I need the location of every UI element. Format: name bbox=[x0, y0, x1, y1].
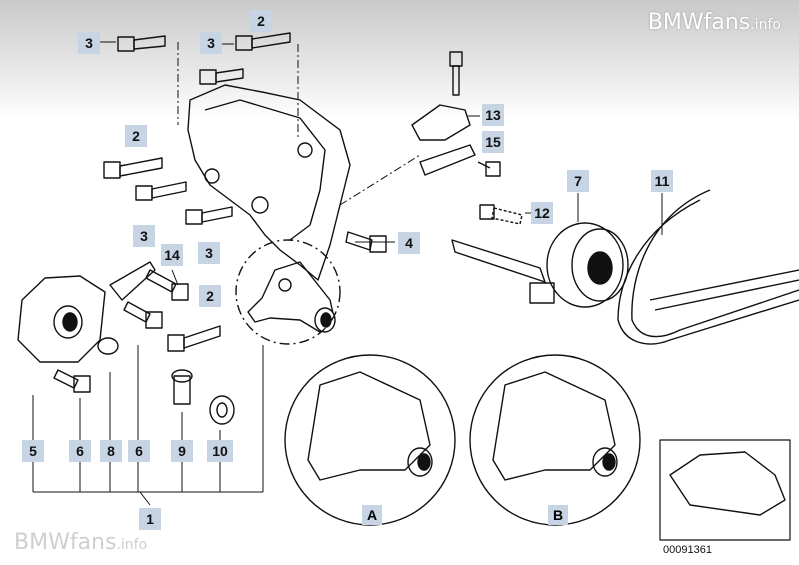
tensioner-pulley-5 bbox=[17, 275, 106, 363]
detail-view-b bbox=[469, 354, 641, 526]
callout-2-lower: 2 bbox=[199, 285, 221, 307]
idler-arm-13 bbox=[411, 104, 471, 141]
callout-15: 15 bbox=[482, 131, 504, 153]
callout-2-mid: 2 bbox=[125, 125, 147, 147]
callout-9: 9 bbox=[171, 440, 193, 462]
watermark-suffix: .info bbox=[116, 537, 148, 553]
callout-12: 12 bbox=[531, 202, 553, 224]
callout-4: 4 bbox=[398, 232, 420, 254]
washer-10 bbox=[209, 395, 235, 425]
bracket-hole bbox=[251, 196, 269, 214]
callout-3-upper: 3 bbox=[200, 32, 222, 54]
bolt-3a bbox=[117, 35, 166, 52]
vehicle-thumbnail-frame bbox=[659, 439, 791, 541]
bolt-14 bbox=[145, 269, 189, 301]
bolt-3b bbox=[199, 68, 244, 85]
watermark-brand: BMWfans bbox=[647, 10, 751, 35]
detail-circle-dashed bbox=[235, 239, 341, 345]
callout-6-left: 6 bbox=[69, 440, 91, 462]
bolt-6-lower bbox=[53, 369, 91, 393]
sleeve-9 bbox=[171, 369, 193, 405]
plate-15 bbox=[419, 144, 476, 176]
callout-3-lower: 3 bbox=[198, 242, 220, 264]
ribbed-belt-11 bbox=[617, 189, 799, 345]
bolt-15 bbox=[477, 161, 501, 177]
detail-view-a bbox=[284, 354, 456, 526]
vehicle-thumbnail bbox=[669, 451, 786, 516]
callout-5: 5 bbox=[22, 440, 44, 462]
header-gradient bbox=[0, 0, 799, 120]
watermark-suffix: .info bbox=[750, 17, 781, 33]
bolt-2c bbox=[167, 325, 221, 352]
bolt-4 bbox=[345, 231, 387, 253]
bolt-12 bbox=[479, 204, 523, 225]
bolt-2a bbox=[235, 32, 291, 51]
gasket-8 bbox=[109, 261, 156, 301]
bolt-2b bbox=[103, 157, 163, 179]
callout-2-top: 2 bbox=[250, 10, 272, 32]
callout-11: 11 bbox=[651, 170, 673, 192]
callout-7: 7 bbox=[567, 170, 589, 192]
bolt-3d bbox=[185, 206, 233, 225]
bushing-8 bbox=[97, 337, 119, 355]
pulley-7 bbox=[451, 222, 629, 308]
watermark-bottom: BMWfans.info bbox=[14, 530, 147, 555]
watermark-top: BMWfans.info bbox=[648, 10, 781, 35]
watermark-brand: BMWfans bbox=[14, 530, 117, 555]
diagram-part-number: 00091361 bbox=[663, 544, 712, 556]
callout-1: 1 bbox=[139, 508, 161, 530]
bolt-top-13 bbox=[449, 51, 463, 96]
callout-6-right: 6 bbox=[128, 440, 150, 462]
callout-3-mid: 3 bbox=[133, 225, 155, 247]
bolt-3c bbox=[135, 181, 187, 201]
pivot-arm bbox=[247, 261, 336, 333]
callout-14: 14 bbox=[161, 244, 183, 266]
callout-8: 8 bbox=[100, 440, 122, 462]
callout-10: 10 bbox=[207, 440, 233, 462]
bolt-6-upper bbox=[123, 301, 163, 329]
detail-view-label-a: A bbox=[362, 505, 382, 525]
callout-3-top-left: 3 bbox=[78, 32, 100, 54]
callout-13: 13 bbox=[482, 104, 504, 126]
detail-view-label-b: B bbox=[548, 505, 568, 525]
